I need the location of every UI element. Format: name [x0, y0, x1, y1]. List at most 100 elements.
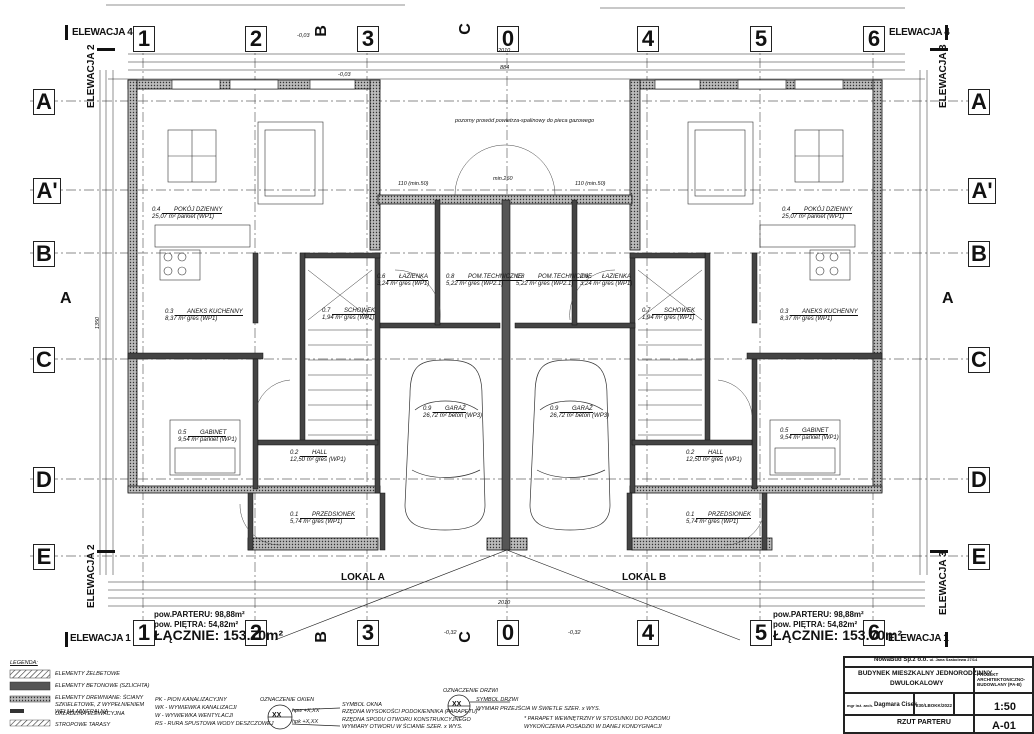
- door-legend-line-3: * PARAPET WEWNĘTRZNY W STOSUNKU DO POZIO…: [524, 716, 671, 722]
- grid-axis-5-top: 5: [750, 26, 772, 52]
- room-label-vestibule-left: 0.1 PRZEDSIONEK 5,74 m² gres (WP1): [290, 512, 356, 525]
- window-legend-line-4: WYMIARY OTWORU W ŚCIANIE SZER. x WYS.: [342, 724, 463, 730]
- elevation-label-left-top: ELEWACJA 2: [86, 44, 97, 108]
- door-legend-line-4: WYKOŃCZENIA POSADZKI W DANEJ KONDYGNACJI: [524, 724, 662, 730]
- project-name-line2: DWULOKALOWY: [890, 680, 944, 687]
- section-mark-a-right: A: [942, 290, 954, 307]
- legend-title: LEGENDA:: [10, 660, 38, 666]
- grid-axis-1-top: 1: [133, 26, 155, 52]
- door-legend-line-1: SYMBOL DRZWI: [476, 697, 519, 703]
- room-label-living-left: 0.4 POKÓJ DZIENNY 25,07 m² parkiet (WP1): [152, 207, 223, 220]
- room-label-bathroom-left: 0.6 ŁAZIENKA 3,24 m² gres (WP1): [377, 274, 430, 287]
- door-symbol: XX: [452, 701, 462, 708]
- grid-axis-4-top: 4: [637, 26, 659, 52]
- door-legend-line-2: WYMIAR PRZEJŚCIA W ŚWIETLE SZER. x WYS.: [476, 706, 601, 712]
- elevation-label-right-bottom: ELEWACJA 3: [938, 551, 949, 615]
- legend-item-concrete: ELEMENTY BETONOWE (SZLICHTA): [55, 683, 150, 689]
- room-label-hall-right: 0.2 HALL 12,50 m² gres (WP1): [686, 450, 742, 463]
- grid-axis-2-top: 2: [245, 26, 267, 52]
- grid-axis-D-right: D: [968, 467, 990, 493]
- level-mark-top-left: -0,03: [338, 72, 351, 78]
- door-legend-title: OZNACZENIE DRZWI: [443, 688, 498, 694]
- grid-axis-3-top: 3: [357, 26, 379, 52]
- gas-flue-note: pozorny prowód powietrza-spalinowy do pi…: [455, 118, 595, 124]
- section-mark-a-left: A: [60, 290, 72, 307]
- legend-item-timber-frame: ELEMENTY DREWNIANE: ŚCIANY SZKIELETOWE, …: [55, 695, 145, 715]
- room-label-technical-left: 0.8 POM.TECHNICZNE 5,22 m² gres (WP2.1): [446, 274, 523, 287]
- room-label-kitchen-left: 0.3 ANEKS KUCHENNY 8,37 m² gres (WP1): [165, 309, 243, 322]
- room-label-office-left: 0.5 GABINET 9,54 m² parkiet (WP1): [178, 430, 237, 443]
- grid-axis-6-top: 6: [863, 26, 885, 52]
- permit-number: 230/LBOKK/2022: [916, 703, 953, 708]
- grid-axis-D-left: D: [33, 467, 55, 493]
- section-mark-b-top: B: [312, 25, 330, 37]
- section-mark-c-top: C: [456, 23, 474, 35]
- dimension-overall-height: 1350: [95, 316, 102, 330]
- room-label-living-right: 0.4 POKÓJ DZIENNY 25,07 m² parkiet (WP1): [782, 207, 853, 220]
- level-mark-top-b: -0,03: [297, 33, 310, 39]
- grid-axis-E-left: E: [33, 544, 55, 570]
- window-legend-line-2: RZĘDNA WYSOKOŚCI PODOKIENNIKA (PARAPETU)…: [342, 709, 480, 715]
- elevation-label-top-left: ELEWACJA 4: [72, 27, 133, 38]
- dimension-overall-width-top: 2010: [498, 48, 511, 54]
- room-label-technical-right: 0.8 POM.TECHNICZNE 5,22 m² gres (WP2.1): [516, 274, 593, 287]
- grid-axis-0-bottom: 0: [497, 620, 519, 646]
- door-width-note-left: 110 (min.50): [398, 181, 429, 187]
- grid-axis-C-left: C: [33, 347, 55, 373]
- grid-axis-B-left: B: [33, 241, 55, 267]
- window-legend-line-3: RZĘDNA SPODU OTWORU KONSTRUKCYJNEGO: [342, 717, 471, 723]
- unit-label-lokal-a: LOKAL A: [341, 572, 385, 583]
- room-label-bathroom-right: 0.6 ŁAZIENKA 3,24 m² gres (WP1): [580, 274, 633, 287]
- sheet-number: A-01: [992, 720, 1016, 732]
- area-summary-left: pow.PARTERU: 98,88m² pow. PIĘTRA: 54,82m…: [154, 610, 284, 643]
- grid-axis-6-bottom: 6: [863, 620, 885, 646]
- grid-axis-E-right: E: [968, 544, 990, 570]
- window-symbol: XX: [272, 712, 282, 719]
- designer-name: Dagmara Cisek: [874, 702, 918, 708]
- abbr-rs: RS - RURA SPUSTOWA WODY DESZCZOWEJ: [155, 721, 274, 727]
- grid-axis-A-right: A: [968, 89, 990, 115]
- room-label-kitchen-right: 0.3 ANEKS KUCHENNY 8,37 m² gres (WP1): [780, 309, 858, 322]
- window-tag-hpk: hpk +X,XX: [292, 719, 319, 725]
- grid-axis-2-bottom: 2: [245, 620, 267, 646]
- dimension-half-width: 884: [500, 65, 510, 71]
- room-label-garage-right: 0.9 GARAŻ 26,72 m² beton (WP3): [550, 406, 610, 419]
- room-label-vestibule-right: 0.1 PRZEDSIONEK 5,74 m² gres (WP1): [686, 512, 752, 525]
- drawing-title: RZUT PARTERU: [897, 719, 951, 726]
- section-mark-c-bottom: C: [456, 631, 474, 643]
- elevation-label-right-top: ELEWACJA 3: [938, 44, 949, 108]
- drawing-scale: 1:50: [994, 701, 1017, 713]
- grid-axis-3-bottom: 3: [357, 620, 379, 646]
- project-stage: PROJEKT ARCHITEKTONICZNO-BUDOWLANY (PA-B…: [977, 672, 1026, 687]
- level-mark-right: -0,32: [568, 630, 581, 636]
- designer-label: mgr inż. arch.: [847, 703, 874, 708]
- unit-label-lokal-b: LOKAL B: [622, 572, 667, 583]
- legend-item-reinforced-concrete: ELEMENTY ŻELBETOWE: [55, 671, 120, 677]
- gate-dimension-note: min.260: [493, 176, 513, 182]
- window-legend-line-1: SYMBOL OKNA: [342, 702, 382, 708]
- window-legend-title: OZNACZENIE OKIEN: [260, 697, 315, 703]
- grid-axis-A-left: A: [33, 89, 55, 115]
- grid-axis-4-bottom: 4: [637, 620, 659, 646]
- grid-axis-C-right: C: [968, 347, 990, 373]
- legend-item-cladding: OKŁADZINA ELEWACYJNA: [55, 711, 125, 717]
- elevation-label-left-bottom: ELEWACJA 2: [86, 544, 97, 608]
- abbr-pk: PK - PION KANALIZACYJNY: [155, 697, 227, 703]
- room-label-storage-left: 0.7 SCHOWEK 1,94 m² gres (WP1): [322, 308, 376, 321]
- legend-item-terrace: STROPOWE TARASY: [55, 722, 111, 728]
- project-name-line1: BUDYNEK MIESZKALNY JEDNORODZINNY: [858, 670, 993, 677]
- elevation-label-bottom-right: ELEWACJA 1: [888, 633, 949, 644]
- grid-axis-B-right: B: [968, 241, 990, 267]
- area-summary-right: pow.PARTERU: 98,88m² pow. PIĘTRA: 54,82m…: [773, 610, 903, 643]
- room-label-office-right: 0.5 GABINET 9,54 m² parkiet (WP1): [780, 428, 839, 441]
- window-tag-hpw: hpw +X,XX: [292, 708, 320, 714]
- room-label-garage-left: 0.9 GARAŻ 26,72 m² beton (WP3): [423, 406, 483, 419]
- grid-axis-1-bottom: 1: [133, 620, 155, 646]
- room-label-storage-right: 0.7 SCHOWEK 1,94 m² gres (WP1): [642, 308, 696, 321]
- door-width-note-right: 110 (min.50): [575, 181, 606, 187]
- dimension-overall-width-bottom: 2010: [498, 600, 511, 606]
- elevation-label-top-right: ELEWACJA 4: [889, 27, 950, 38]
- grid-axis-5-bottom: 5: [750, 620, 772, 646]
- grid-axis-A-prime-left: A': [33, 178, 61, 204]
